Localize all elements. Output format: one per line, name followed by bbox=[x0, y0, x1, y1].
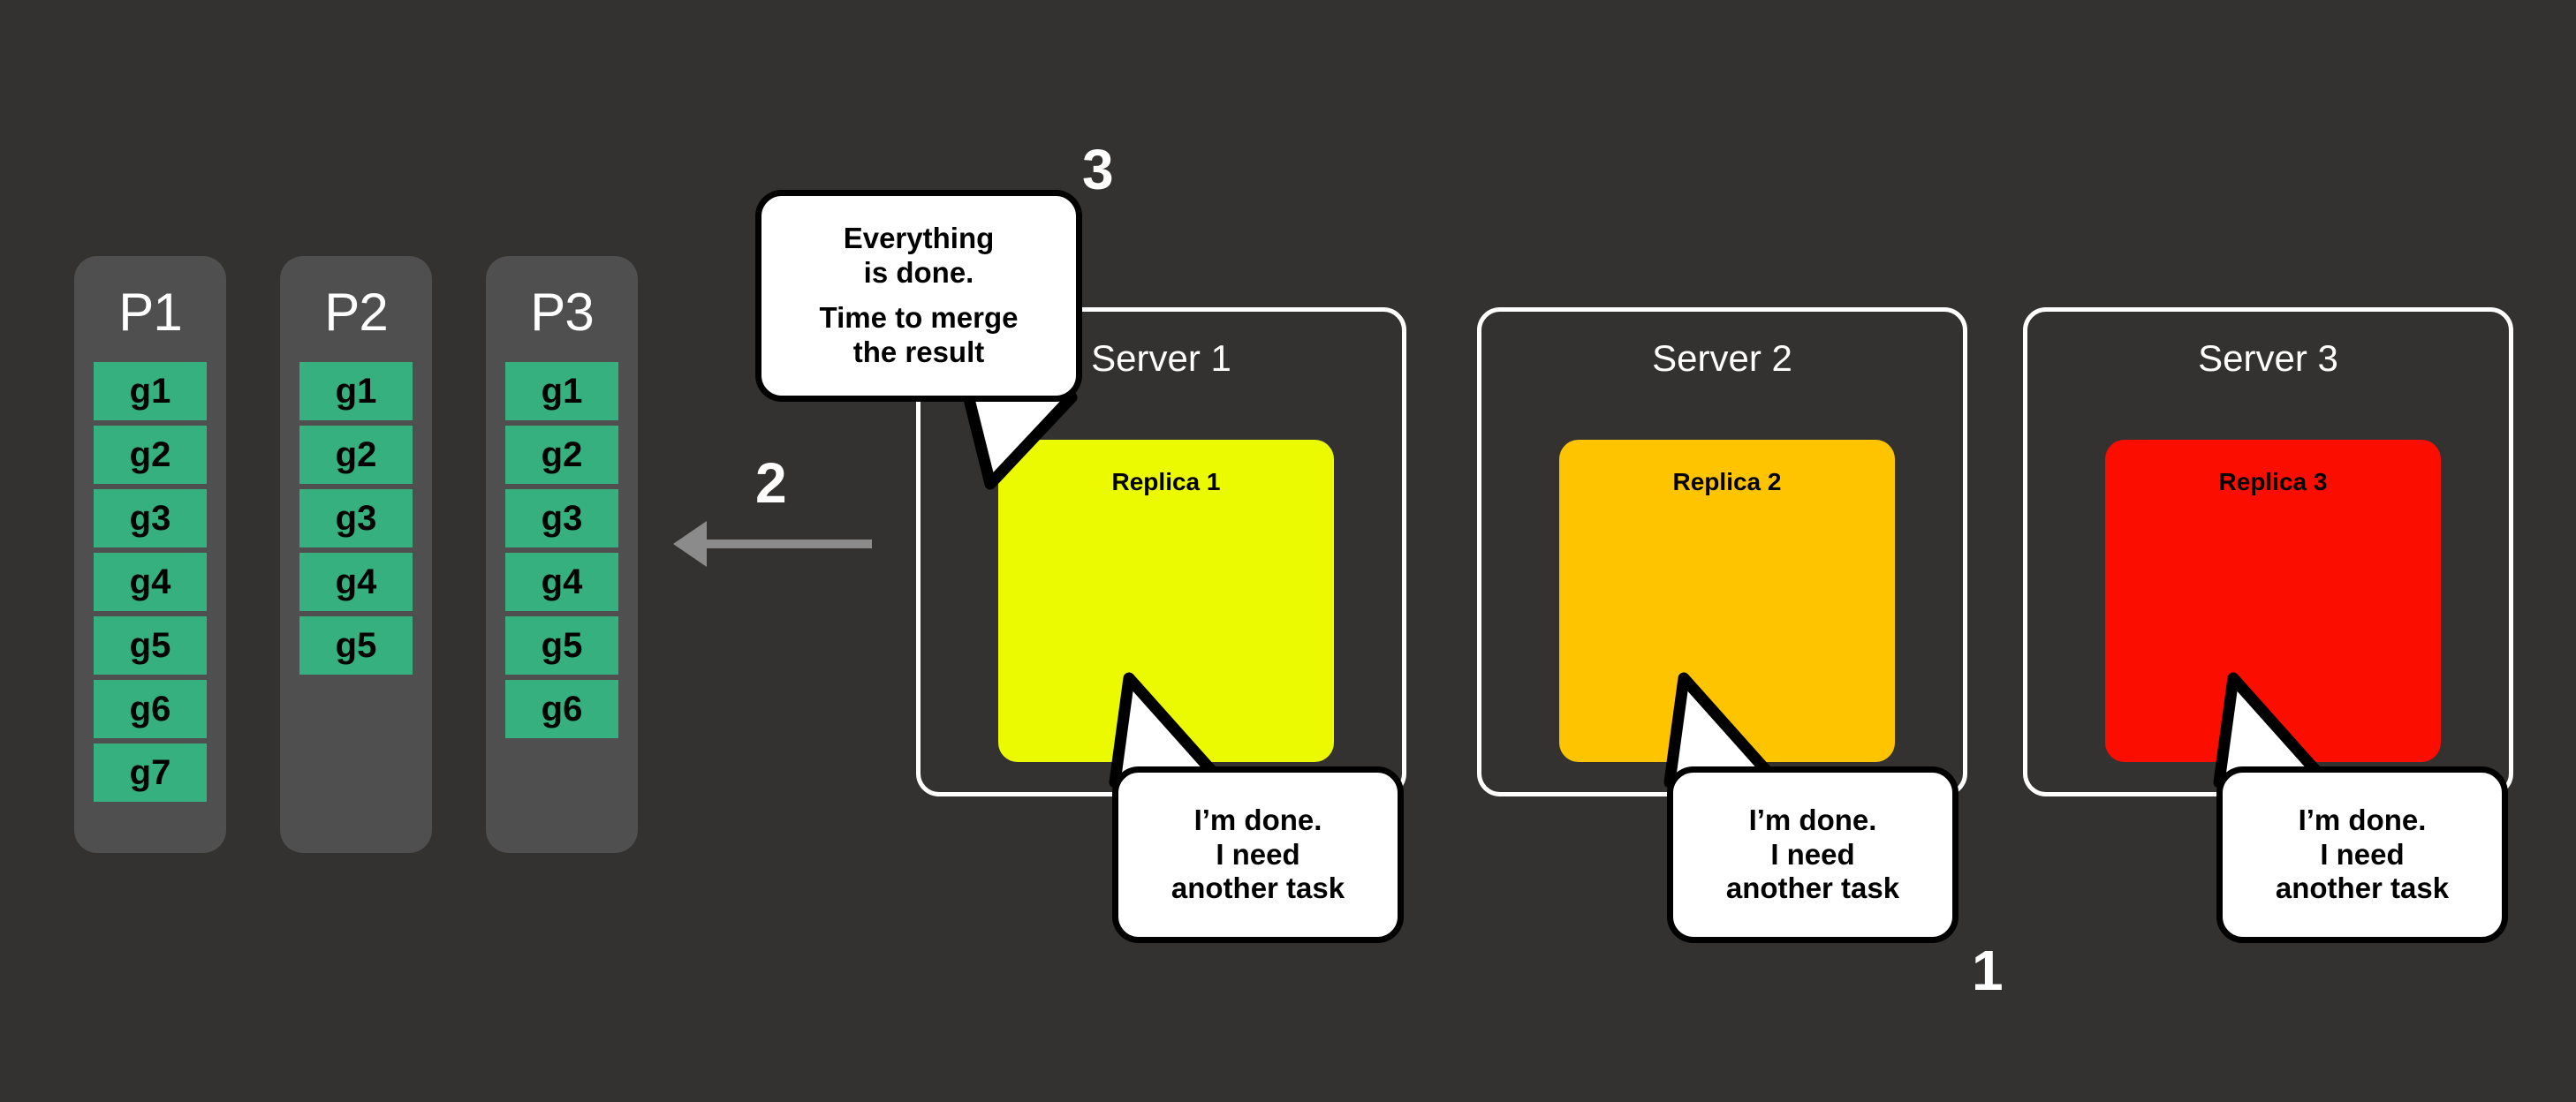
chunk-item[interactable]: g1 bbox=[505, 362, 618, 420]
done-speech-bubble-3[interactable]: I’m done. I need another task bbox=[2216, 766, 2508, 943]
chunk-list: g1 g2 g3 g4 g5 bbox=[280, 362, 432, 675]
chunk-item[interactable]: g2 bbox=[505, 426, 618, 484]
chunk-list: g1 g2 g3 g4 g5 g6 g7 bbox=[74, 362, 226, 802]
merge-speech-bubble[interactable]: Everything is done. Time to merge the re… bbox=[755, 190, 1082, 402]
chunk-item[interactable]: g3 bbox=[94, 489, 207, 547]
chunk-item[interactable]: g2 bbox=[299, 426, 413, 484]
chunk-item[interactable]: g5 bbox=[505, 616, 618, 675]
bubble-line: Everything bbox=[843, 222, 995, 255]
chunk-item[interactable]: g7 bbox=[94, 743, 207, 802]
arrow-shaft bbox=[705, 540, 872, 548]
step-number-one: 1 bbox=[1972, 939, 2004, 1002]
replica-label: Replica 1 bbox=[1111, 468, 1221, 495]
server-box-3[interactable]: Server 3 Replica 3 bbox=[2023, 307, 2513, 796]
done-speech-bubble-1[interactable]: I’m done. I need another task bbox=[1112, 766, 1404, 943]
bubble-line: Time to merge bbox=[819, 301, 1019, 334]
server-box-1[interactable]: Server 1 Replica 1 bbox=[916, 307, 1406, 796]
bubble-line: another task bbox=[1171, 872, 1345, 905]
arrow-head-icon bbox=[673, 521, 707, 567]
partition-p1[interactable]: P1 g1 g2 g3 g4 g5 g6 g7 bbox=[74, 256, 226, 853]
chunk-list: g1 g2 g3 g4 g5 g6 bbox=[486, 362, 638, 738]
done-speech-bubble-2[interactable]: I’m done. I need another task bbox=[1667, 766, 1959, 943]
bubble-line: I need bbox=[1216, 837, 1300, 871]
partition-title: P1 bbox=[118, 283, 182, 342]
server-title: Server 2 bbox=[1652, 337, 1792, 379]
bubble-line: is done. bbox=[863, 256, 974, 290]
bubble-line: I’m done. bbox=[2298, 803, 2427, 836]
replica-box-3[interactable]: Replica 3 bbox=[2105, 440, 2441, 762]
chunk-item[interactable]: g2 bbox=[94, 426, 207, 484]
partition-p2[interactable]: P2 g1 g2 g3 g4 g5 bbox=[280, 256, 432, 853]
chunk-item[interactable]: g1 bbox=[94, 362, 207, 420]
merge-arrow bbox=[673, 521, 872, 567]
chunk-item[interactable]: g3 bbox=[299, 489, 413, 547]
partition-title: P3 bbox=[530, 283, 594, 342]
replica-label: Replica 3 bbox=[2218, 468, 2328, 495]
replica-box-1[interactable]: Replica 1 bbox=[998, 440, 1334, 762]
chunk-item[interactable]: g4 bbox=[299, 553, 413, 611]
chunk-item[interactable]: g1 bbox=[299, 362, 413, 420]
step-number-three: 3 bbox=[1082, 138, 1114, 201]
server-title: Server 1 bbox=[1091, 337, 1231, 379]
chunk-item[interactable]: g6 bbox=[505, 680, 618, 738]
bubble-line: I’m done. bbox=[1748, 803, 1877, 836]
bubble-line: another task bbox=[2275, 872, 2450, 905]
chunk-item[interactable]: g4 bbox=[505, 553, 618, 611]
partition-p3[interactable]: P3 g1 g2 g3 g4 g5 g6 bbox=[486, 256, 638, 853]
chunk-item[interactable]: g6 bbox=[94, 680, 207, 738]
bubble-line: I’m done. bbox=[1193, 803, 1322, 836]
partition-title: P2 bbox=[324, 283, 388, 342]
replica-label: Replica 2 bbox=[1672, 468, 1782, 495]
chunk-item[interactable]: g3 bbox=[505, 489, 618, 547]
bubble-line: I need bbox=[2320, 837, 2405, 871]
bubble-line: I need bbox=[1770, 837, 1855, 871]
chunk-item[interactable]: g5 bbox=[299, 616, 413, 675]
step-number-two: 2 bbox=[755, 451, 787, 515]
chunk-item[interactable]: g5 bbox=[94, 616, 207, 675]
bubble-line: the result bbox=[852, 335, 985, 368]
server-title: Server 3 bbox=[2198, 337, 2338, 379]
bubble-line: another task bbox=[1725, 872, 1900, 905]
chunk-item[interactable]: g4 bbox=[94, 553, 207, 611]
replica-box-2[interactable]: Replica 2 bbox=[1559, 440, 1895, 762]
